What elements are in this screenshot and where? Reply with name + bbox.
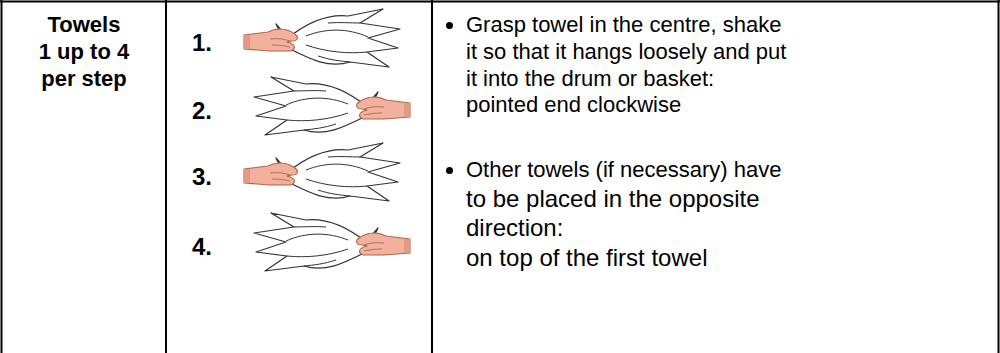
row-heading: per step [4,66,164,93]
bullet-dot [446,167,453,174]
towel-step-3 [244,143,400,201]
table-border [1,0,3,353]
row-heading: 1 up to 4 [4,39,164,66]
table-border [165,0,167,353]
step-number: 4. [192,232,232,261]
instruction-column: Grasp towel in the centre, shake it so t… [466,12,792,272]
step-number: 2. [192,96,232,125]
step-number: 3. [192,162,232,191]
bullet-dot [446,22,453,29]
towel-step-4 [254,213,410,271]
table-border [998,0,1000,353]
row-heading: Towels [4,12,164,39]
instruction-text: to be placed in the opposite direction: [466,184,792,243]
step-number: 1. [192,28,232,57]
towel-step-2 [254,77,410,135]
towel-step-1 [244,9,400,67]
instruction-text: Other towels (if necessary) have [466,157,792,184]
instruction-text: on top of the first towel [466,243,792,272]
table-border [0,1,1000,3]
instruction-text: Grasp towel in the centre, shake it so t… [466,12,792,119]
table-border [431,0,433,353]
